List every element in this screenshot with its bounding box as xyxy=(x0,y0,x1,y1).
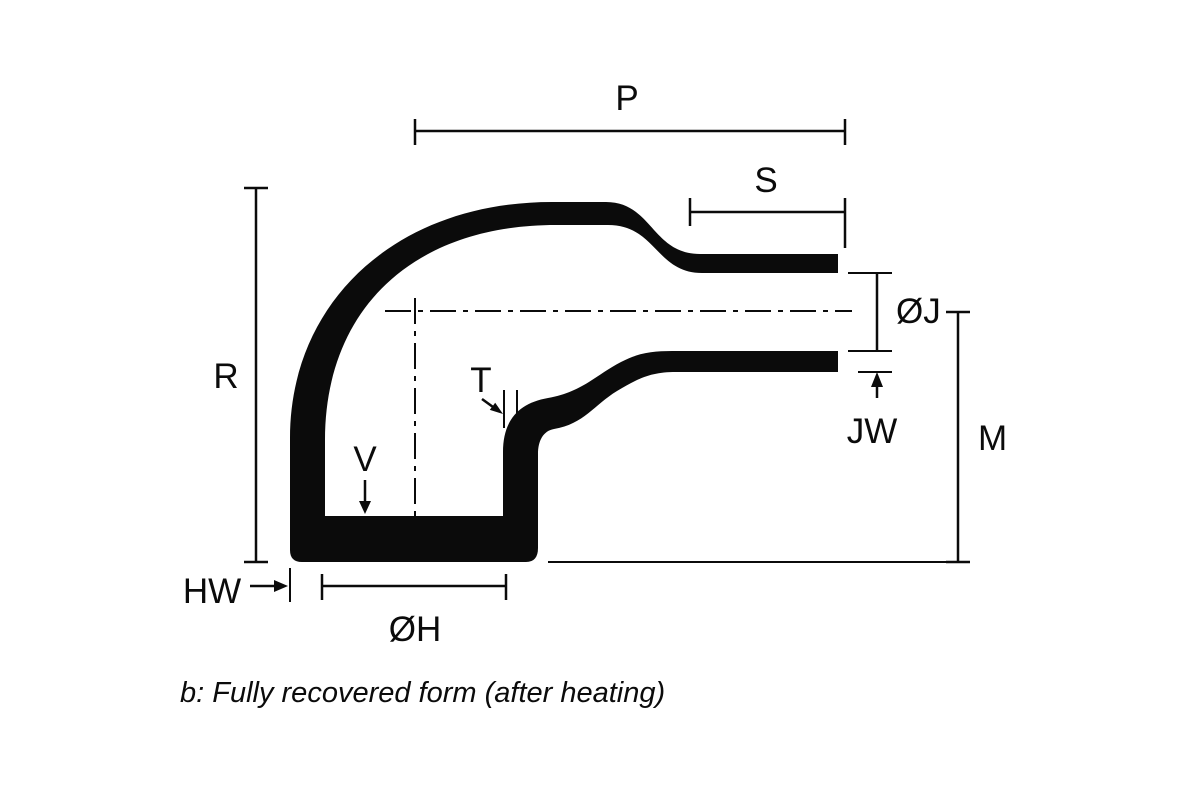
t-label: T xyxy=(470,361,491,400)
dimension-hw: HW xyxy=(183,568,291,611)
heat-shrink-boot-cross-section xyxy=(290,202,838,562)
jw-label: JW xyxy=(847,412,898,451)
dimension-jw: JW xyxy=(847,371,898,451)
dimension-v: V xyxy=(353,440,377,514)
centerlines xyxy=(385,298,852,568)
right-down-arrowhead xyxy=(489,402,503,414)
s-label: S xyxy=(754,161,777,200)
r-label: R xyxy=(213,357,238,396)
dimension-t: T xyxy=(470,361,518,428)
m-label: M xyxy=(978,419,1007,458)
dimension-r: R xyxy=(213,186,268,564)
dimension-s: S xyxy=(688,161,847,248)
dimension-p: P xyxy=(413,79,847,145)
up-arrowhead xyxy=(871,372,883,387)
right-arrowhead xyxy=(274,580,288,592)
dimension-m: M xyxy=(548,310,1007,564)
figure-caption: b: Fully recovered form (after heating) xyxy=(180,677,665,709)
dimension-oj: ØJ xyxy=(848,272,941,352)
p-label: P xyxy=(615,79,638,118)
hw-label: HW xyxy=(183,572,241,611)
v-label: V xyxy=(353,440,377,479)
t-leader-line xyxy=(481,397,494,409)
oh-label: ØH xyxy=(389,610,442,649)
oj-label: ØJ xyxy=(896,292,941,331)
down-arrowhead xyxy=(359,501,371,514)
dimension-oh: ØH xyxy=(320,574,508,649)
